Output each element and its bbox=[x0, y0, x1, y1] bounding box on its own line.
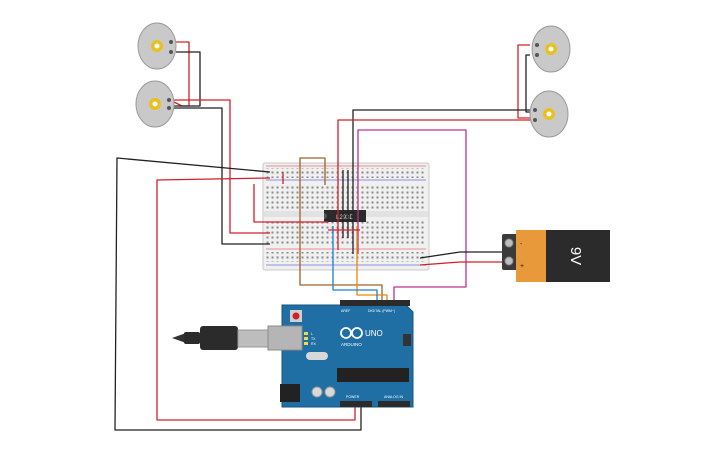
wire-bb-red-1 bbox=[253, 184, 328, 223]
wire-battery-black bbox=[419, 251, 512, 259]
wire-motor4-red bbox=[337, 119, 532, 250]
usb-cable[interactable] bbox=[172, 326, 269, 350]
digital-header[interactable] bbox=[340, 300, 410, 306]
wires bbox=[114, 41, 532, 431]
wire-motor2-black bbox=[174, 107, 270, 245]
led-l-label: L bbox=[311, 332, 313, 336]
arduino-uno[interactable]: L TX RX UNO ARDUINO DIGITAL (PWM~) AREF … bbox=[267, 300, 414, 408]
analog-header[interactable] bbox=[378, 401, 410, 407]
dc-motor-3[interactable] bbox=[531, 25, 571, 73]
wire-battery-red bbox=[419, 261, 512, 266]
led-tx-label: TX bbox=[311, 337, 316, 341]
motor-4-terminal-a[interactable] bbox=[533, 108, 537, 112]
aref-label: AREF bbox=[341, 309, 350, 313]
motor-2-terminal-a[interactable] bbox=[167, 98, 171, 102]
motor-3-terminal-a[interactable] bbox=[535, 43, 539, 47]
wire-motor3-red bbox=[517, 44, 530, 119]
motor-4-terminal-b[interactable] bbox=[533, 118, 537, 122]
board-model: UNO bbox=[365, 329, 383, 338]
motor-3-terminal-b[interactable] bbox=[535, 53, 539, 57]
wire-motor4-black bbox=[352, 109, 532, 254]
motor-1-terminal-b[interactable] bbox=[169, 50, 173, 54]
battery-9v[interactable]: - + 9V bbox=[502, 230, 610, 282]
wire-motor1-black bbox=[174, 51, 201, 107]
wire-orange bbox=[356, 226, 388, 300]
battery-minus-label: - bbox=[520, 241, 523, 248]
wire-motor2-red bbox=[174, 99, 270, 234]
digital-label: DIGITAL (PWM~) bbox=[368, 309, 395, 313]
motor-1-terminal-a[interactable] bbox=[169, 40, 173, 44]
motor-driver-chip[interactable]: L293D bbox=[324, 210, 366, 222]
battery-plus-label: + bbox=[520, 263, 524, 270]
led-rx-label: RX bbox=[311, 342, 317, 346]
wire-motor3-black bbox=[525, 54, 532, 113]
wire-5v-loop bbox=[156, 177, 356, 421]
dc-motor-4[interactable] bbox=[529, 90, 569, 138]
reset-button[interactable] bbox=[292, 312, 300, 320]
arduino-logo-icon bbox=[340, 327, 363, 339]
analog-label: ANALOG IN bbox=[384, 395, 404, 399]
wire-gnd-loop bbox=[114, 157, 362, 431]
microcontroller-chip bbox=[337, 368, 409, 382]
power-label: POWER bbox=[346, 395, 360, 399]
power-header[interactable] bbox=[340, 401, 372, 407]
breadboard bbox=[262, 162, 430, 271]
chip-label: L293D bbox=[336, 215, 354, 221]
battery-label: 9V bbox=[567, 247, 584, 265]
dc-motor-1[interactable] bbox=[137, 22, 177, 70]
board-logo-text: ARDUINO bbox=[341, 342, 362, 347]
wire-magenta bbox=[357, 129, 467, 300]
motor-2-terminal-b[interactable] bbox=[167, 106, 171, 110]
dc-motor-2[interactable] bbox=[135, 80, 175, 128]
wire-blue bbox=[332, 226, 378, 300]
